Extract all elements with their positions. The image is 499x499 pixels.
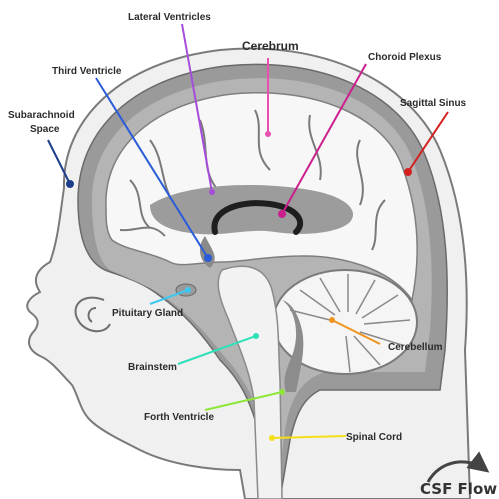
label-subarachnoid-line2: Space [30,124,60,135]
third-ventricle-dot [204,254,212,262]
sagittal-sinus-dot [404,168,412,176]
label-pituitary-gland: Pituitary Gland [112,308,183,319]
label-subarachnoid-line1: Subarachnoid [8,110,75,121]
label-third-ventricle: Third Ventricle [52,66,122,77]
label-cerebellum: Cerebellum [388,342,443,353]
label-brainstem: Brainstem [128,362,177,373]
brainstem-dot [253,333,259,339]
csf-flow-label: CSF Flow [420,480,497,498]
subarachnoid-dot [66,180,74,188]
cerebellum-dot [329,317,335,323]
cerebrum-dot [265,131,271,137]
head-illustration [27,48,470,499]
label-spinal-cord: Spinal Cord [346,432,402,443]
label-cerebrum: Cerebrum [242,39,299,53]
spinal-cord-dot [269,435,275,441]
fourth-ventricle-dot [279,389,285,395]
label-lateral-ventricles: Lateral Ventricles [128,12,211,23]
label-fourth-ventricle: Forth Ventricle [144,412,214,423]
choroid-plexus-dot [278,210,286,218]
label-choroid-plexus: Choroid Plexus [368,52,442,63]
pituitary-dot [185,287,191,293]
label-sagittal-sinus: Sagittal Sinus [400,98,467,109]
lateral-ventricles-dot [209,189,215,195]
